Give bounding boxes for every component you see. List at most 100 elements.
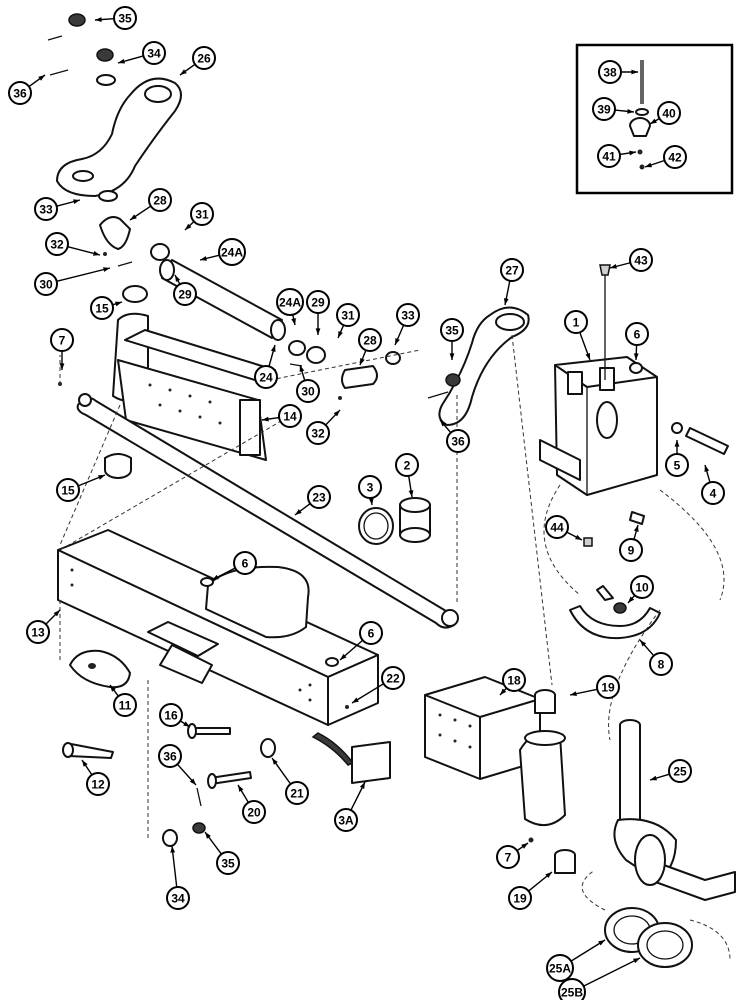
callout-c29b: 29	[306, 290, 330, 335]
callout-arrowhead	[575, 534, 582, 540]
callout-c28b: 28	[358, 328, 382, 366]
callout-circle	[665, 453, 689, 477]
callout-arrowhead	[650, 775, 657, 781]
callout-label: 28	[363, 334, 377, 348]
callout-arrowhead	[175, 275, 181, 282]
bushings-2-3	[358, 497, 431, 545]
callout-circle	[657, 101, 681, 125]
callout-arrowhead	[315, 328, 321, 335]
callout-arrowhead	[238, 785, 244, 792]
callout-label: 23	[312, 491, 326, 505]
callout-label: 39	[597, 103, 611, 117]
callout-arrowhead	[650, 118, 657, 124]
callout-circle	[701, 481, 725, 505]
callout-circle	[592, 97, 616, 121]
callout-c30a: 30	[34, 267, 111, 296]
callout-circle	[8, 81, 32, 105]
callout-c3: 3	[358, 475, 382, 506]
callout-label: 30	[39, 278, 53, 292]
callout-circle	[395, 453, 419, 477]
callout-c9: 9	[619, 524, 643, 562]
callout-circle	[158, 744, 182, 768]
callout-arrowhead	[704, 465, 710, 472]
callout-circle	[306, 290, 330, 314]
callout-circle	[278, 404, 302, 428]
callout-arrowhead	[38, 75, 45, 81]
callout-c24a2: 24A	[276, 288, 304, 326]
callout-circle	[56, 478, 80, 502]
tie-rod-23	[58, 382, 459, 629]
callout-circle	[26, 620, 50, 644]
callout-arrowhead	[408, 490, 414, 497]
callout-label: 6	[634, 328, 641, 342]
steering-arm-27	[427, 306, 530, 426]
callout-c26: 26	[179, 46, 216, 76]
callout-circle	[159, 703, 183, 727]
callout-c25: 25	[649, 759, 692, 783]
callout-label: 5	[674, 459, 681, 473]
callout-label: 16	[164, 709, 178, 723]
callout-c16: 16	[159, 703, 191, 728]
callout-c32a: 32	[45, 232, 101, 256]
callout-c23: 23	[294, 485, 331, 516]
callout-arrowhead	[95, 17, 102, 22]
bracket-14	[112, 312, 276, 461]
callout-arrowhead	[610, 264, 617, 269]
callout-label: 36	[451, 435, 465, 449]
callout-label: 7	[59, 334, 66, 348]
callout-arrowhead	[295, 509, 302, 515]
callout-circle	[546, 954, 574, 982]
callout-label: 2	[404, 459, 411, 473]
callout-arrowhead	[674, 440, 680, 447]
callout-c7a: 7	[50, 328, 74, 370]
callout-c43: 43	[609, 248, 653, 272]
callout-circle	[86, 772, 110, 796]
callout-label: 24A	[221, 246, 243, 260]
callout-arrowhead	[200, 256, 207, 261]
alignment-lines	[59, 334, 725, 840]
callout-arrowhead	[633, 353, 639, 360]
callout-circle	[500, 258, 524, 282]
callout-c6a: 6	[625, 322, 649, 361]
callout-c21: 21	[271, 757, 309, 805]
pitman-arm-26	[47, 13, 182, 202]
callout-arrowhead	[631, 69, 638, 75]
callout-circle	[663, 145, 687, 169]
callout-c28a: 28	[129, 188, 172, 221]
callout-circle	[630, 575, 654, 599]
callout-arrowhead	[110, 685, 116, 692]
callout-arrowhead	[93, 251, 100, 256]
callout-c42: 42	[644, 145, 687, 169]
callout-c8: 8	[639, 639, 673, 676]
callout-c36c: 36	[158, 744, 197, 786]
callout-label: 32	[311, 427, 325, 441]
callout-arrowhead	[59, 363, 65, 370]
callout-arrowhead	[340, 653, 347, 660]
callout-c36b: 36	[439, 419, 470, 453]
callout-leader	[583, 957, 641, 987]
plate-11-pin-12	[62, 649, 131, 759]
callout-c2: 2	[395, 453, 419, 498]
clamp-8	[569, 585, 661, 640]
callout-label: 33	[401, 309, 415, 323]
callout-arrowhead	[73, 199, 80, 205]
callout-label: 15	[61, 484, 75, 498]
callout-c15b: 15	[56, 474, 106, 502]
callout-arrowhead	[500, 688, 507, 695]
callout-label: 12	[91, 778, 105, 792]
callout-arrowhead	[82, 760, 88, 767]
callout-arrowhead	[270, 345, 276, 352]
callout-c14: 14	[261, 404, 302, 428]
callout-arrowhead	[627, 108, 634, 114]
callout-c25B: 25B	[558, 957, 641, 1000]
callout-arrowhead	[352, 697, 359, 703]
callout-arrowhead	[645, 162, 652, 168]
callout-arrowhead	[272, 758, 278, 765]
callout-label: 27	[505, 264, 519, 278]
housing-1	[539, 264, 729, 547]
callout-label: 6	[368, 627, 375, 641]
callout-label: 35	[445, 324, 459, 338]
callout-arrowhead	[170, 846, 176, 853]
callout-c19a: 19	[569, 675, 620, 699]
